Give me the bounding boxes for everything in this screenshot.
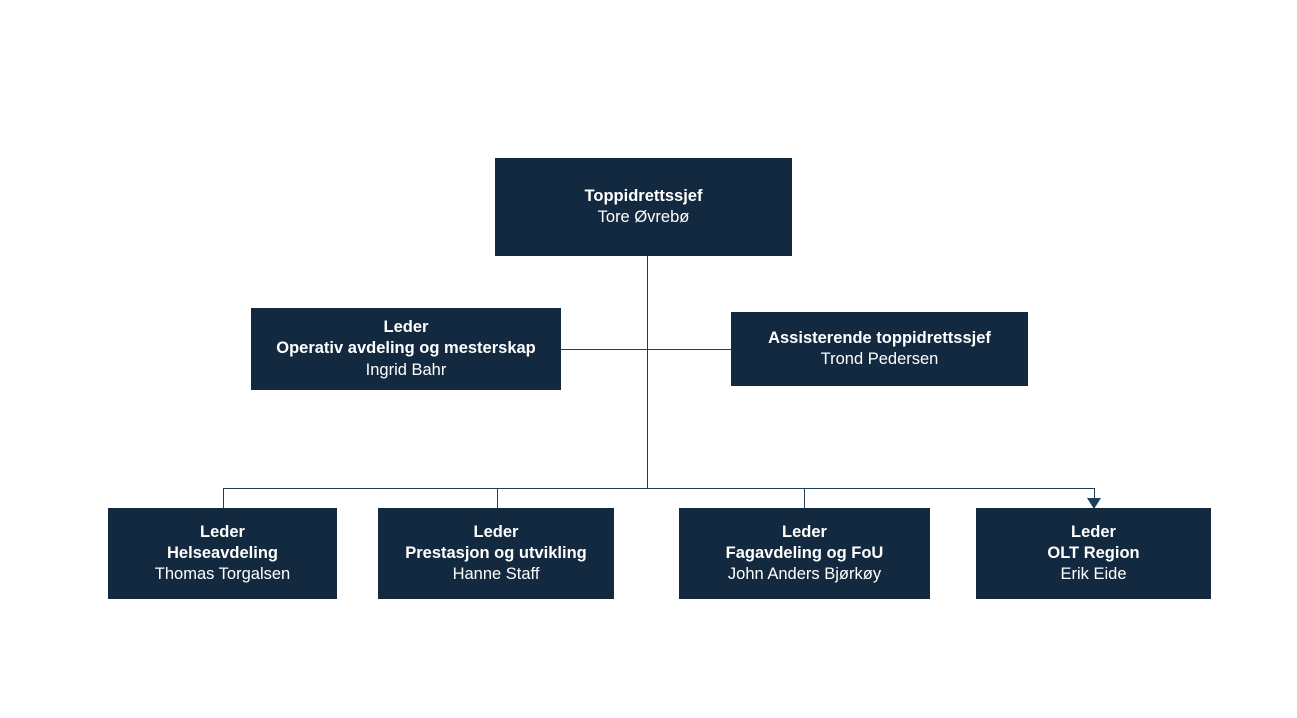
node-person-name: Ingrid Bahr [365,360,447,379]
connector-drop-olt-region [1093,488,1096,500]
node-role: Leder [1071,522,1116,541]
node-operativ-avdeling-og-mesterskap[interactable]: Leder Operativ avdeling og mesterskap In… [251,308,561,390]
node-department: OLT Region [1047,543,1140,562]
node-person-name: Trond Pedersen [820,350,939,368]
node-toppidrettssjef[interactable]: Toppidrettssjef Tore Øvrebø [495,158,792,256]
node-person-name: John Anders Bjørkøy [727,565,882,584]
node-prestasjon-og-utvikling[interactable]: Leder Prestasjon og utvikling Hanne Staf… [378,508,614,599]
node-person-name: Tore Øvrebø [597,208,690,226]
node-role: Leder [473,522,519,541]
node-role: Leder [782,522,827,541]
connector-level3-bus [223,487,1094,490]
node-department: Operativ avdeling og mesterskap [276,339,536,358]
node-person-name: Thomas Torgalsen [154,565,291,584]
connector-root-vertical [646,256,649,488]
node-title: Toppidrettssjef [584,186,703,205]
node-person-name: Erik Eide [1060,565,1127,584]
node-fagavdeling-og-fou[interactable]: Leder Fagavdeling og FoU John Anders Bjø… [679,508,930,599]
node-title: Assisterende toppidrettssjef [768,328,991,347]
node-role: Leder [383,318,429,337]
node-department: Fagavdeling og FoU [725,543,884,562]
node-role: Leder [200,522,245,541]
node-helseavdeling[interactable]: Leder Helseavdeling Thomas Torgalsen [108,508,337,599]
node-person-name: Hanne Staff [452,565,540,584]
node-olt-region[interactable]: Leder OLT Region Erik Eide [976,508,1211,599]
node-assisterende-toppidrettssjef[interactable]: Assisterende toppidrettssjef Trond Peder… [731,312,1028,386]
connector-drop-helseavdeling [222,488,225,508]
node-department: Prestasjon og utvikling [405,543,587,562]
connector-drop-prestasjon [496,488,499,508]
connector-level2-horizontal [561,348,731,351]
arrowhead-icon [1087,498,1101,509]
node-department: Helseavdeling [167,543,278,562]
connector-drop-fagavdeling [803,488,806,508]
